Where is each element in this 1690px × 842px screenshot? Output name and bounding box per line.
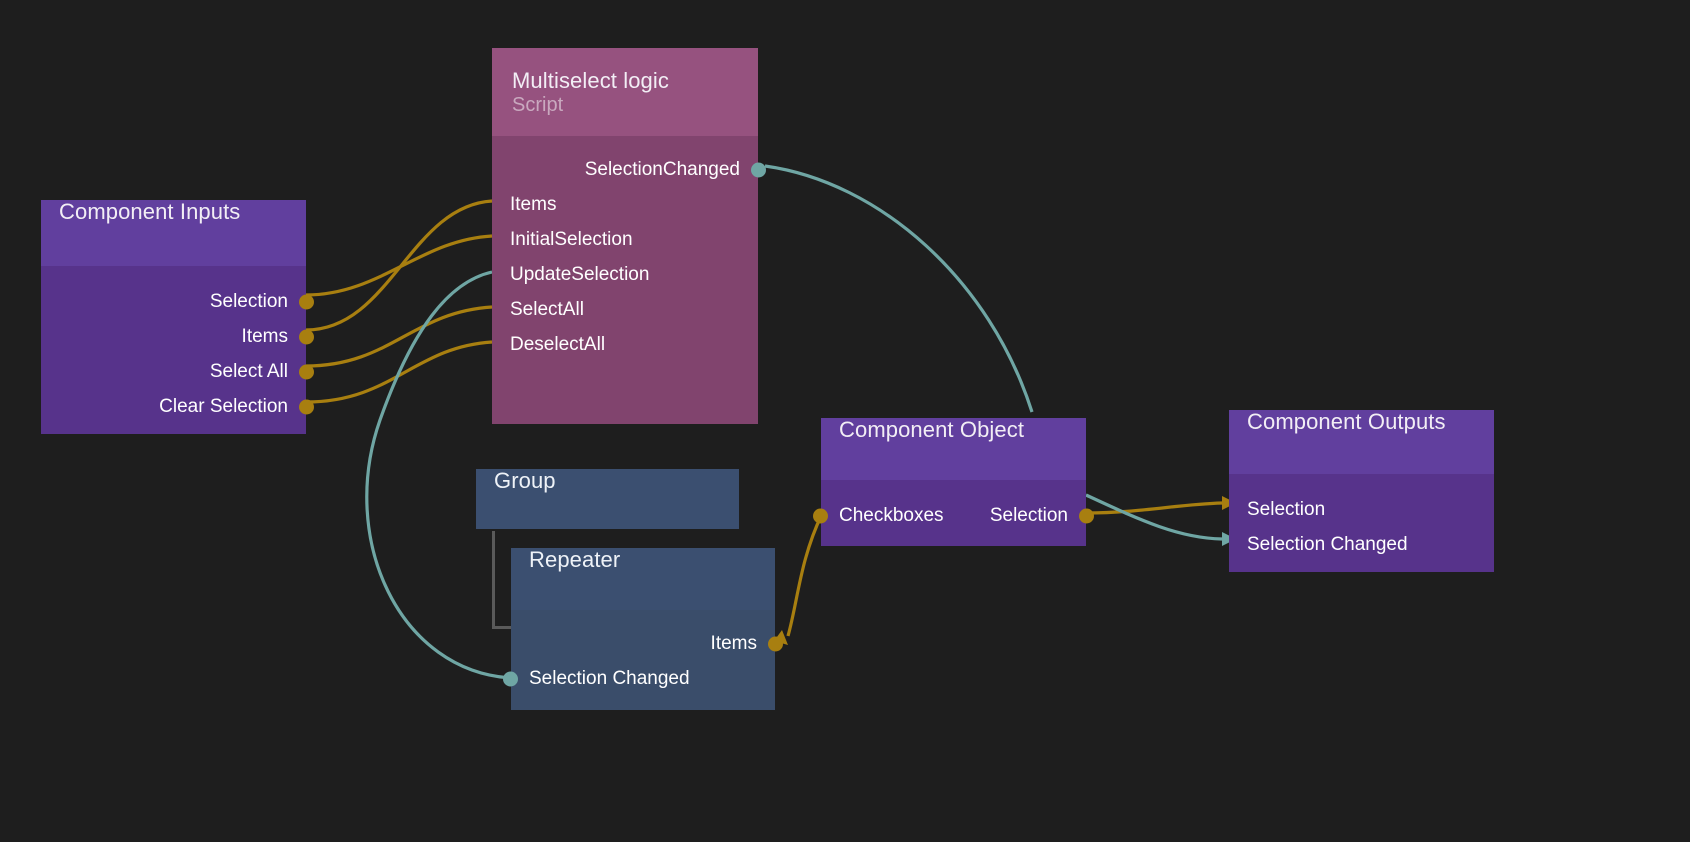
node-component-outputs-body: Selection Selection Changed bbox=[1229, 474, 1494, 572]
port-row-input[interactable]: Selection Changed bbox=[1229, 527, 1494, 562]
node-component-inputs-body: Selection Items Select All Clear Selecti… bbox=[41, 266, 314, 434]
wire-object-selection-to-output-selection bbox=[1085, 496, 1236, 515]
node-repeater-title: Repeater bbox=[529, 547, 621, 572]
node-component-object[interactable]: Component Object Checkboxes Selection bbox=[813, 417, 1094, 546]
wire-repeater-items-to-checkboxes bbox=[774, 513, 824, 645]
port-label: Items bbox=[710, 633, 757, 654]
port-row-output[interactable]: Items bbox=[41, 319, 314, 354]
port-label: Selection Changed bbox=[529, 668, 690, 689]
port-label: Selection bbox=[1247, 499, 1326, 520]
node-group[interactable]: Group bbox=[476, 468, 739, 529]
port-label: Items bbox=[510, 194, 557, 215]
port-row-output[interactable]: Selection Changed bbox=[503, 661, 775, 696]
port-label: Select All bbox=[209, 361, 288, 382]
port-dot-output-icon[interactable] bbox=[299, 294, 314, 309]
port-label: DeselectAll bbox=[510, 334, 606, 355]
port-label-output: Selection bbox=[989, 505, 1068, 526]
node-group-title: Group bbox=[494, 468, 556, 493]
port-label: InitialSelection bbox=[510, 229, 633, 250]
port-row-output[interactable]: Select All bbox=[41, 354, 314, 389]
port-row-output[interactable]: Clear Selection bbox=[41, 389, 314, 424]
port-label: Items bbox=[241, 326, 288, 347]
wire-object-to-output-selection-changed bbox=[1085, 493, 1236, 546]
node-component-outputs[interactable]: Component Outputs Selection Selection Ch… bbox=[1229, 409, 1494, 572]
node-component-inputs-title: Component Inputs bbox=[59, 199, 241, 224]
wire-selectall-to-selectall bbox=[305, 300, 506, 368]
port-dot-output-icon[interactable] bbox=[299, 399, 314, 414]
node-multiselect-logic-subtitle: Script bbox=[512, 94, 564, 117]
port-label: SelectAll bbox=[510, 299, 584, 320]
node-multiselect-logic-header: Multiselect logic Script bbox=[492, 48, 758, 136]
node-component-outputs-title: Component Outputs bbox=[1247, 409, 1446, 434]
node-component-inputs[interactable]: Component Inputs Selection Items Select … bbox=[41, 199, 314, 434]
port-row-inout[interactable]: Checkboxes Selection bbox=[813, 498, 1094, 533]
port-label-input: Checkboxes bbox=[839, 505, 944, 526]
port-row-input[interactable]: Items bbox=[492, 187, 758, 222]
wire-selection-to-initialselection bbox=[305, 229, 506, 297]
port-label: Clear Selection bbox=[159, 396, 288, 417]
node-multiselect-logic-body: SelectionChanged Items InitialSelection … bbox=[492, 136, 766, 424]
node-component-object-title: Component Object bbox=[839, 417, 1025, 442]
node-repeater[interactable]: Repeater Items Selection Changed bbox=[503, 547, 783, 710]
node-component-inputs-header: Component Inputs bbox=[41, 199, 306, 266]
wire-selectionchanged-to-component-object bbox=[764, 164, 1034, 413]
port-row-input[interactable]: Selection bbox=[1229, 492, 1494, 527]
port-dot-output-icon[interactable] bbox=[768, 636, 783, 651]
port-dot-output-icon[interactable] bbox=[503, 671, 518, 686]
port-row-output[interactable]: Selection bbox=[41, 284, 314, 319]
port-label: Selection bbox=[209, 291, 288, 312]
wire-items-to-items bbox=[305, 194, 506, 332]
port-row-input[interactable]: DeselectAll bbox=[492, 327, 758, 362]
node-repeater-body: Items Selection Changed bbox=[503, 610, 783, 710]
node-multiselect-logic-title: Multiselect logic bbox=[512, 68, 669, 94]
port-dot-output-icon[interactable] bbox=[299, 329, 314, 344]
node-component-object-header: Component Object bbox=[821, 417, 1086, 480]
port-row-input[interactable]: UpdateSelection bbox=[492, 257, 758, 292]
node-component-outputs-header: Component Outputs bbox=[1229, 409, 1494, 474]
wire-clearselection-to-deselectall bbox=[305, 335, 506, 404]
port-dot-input-icon[interactable] bbox=[813, 508, 828, 523]
port-label: Selection Changed bbox=[1247, 534, 1408, 555]
node-repeater-header: Repeater bbox=[511, 547, 775, 610]
node-component-object-body: Checkboxes Selection bbox=[813, 480, 1094, 546]
port-dot-output-icon[interactable] bbox=[299, 364, 314, 379]
port-row-input[interactable]: SelectAll bbox=[492, 292, 758, 327]
port-row-output[interactable]: SelectionChanged bbox=[492, 152, 766, 187]
port-row-output[interactable]: Items bbox=[511, 626, 783, 661]
node-group-header: Group bbox=[476, 468, 739, 529]
port-label: SelectionChanged bbox=[584, 159, 740, 180]
port-label: UpdateSelection bbox=[510, 264, 650, 285]
port-dot-output-icon[interactable] bbox=[751, 162, 766, 177]
port-row-input[interactable]: InitialSelection bbox=[492, 222, 758, 257]
node-multiselect-logic[interactable]: Multiselect logic Script SelectionChange… bbox=[492, 48, 766, 424]
port-dot-output-icon[interactable] bbox=[1079, 508, 1094, 523]
